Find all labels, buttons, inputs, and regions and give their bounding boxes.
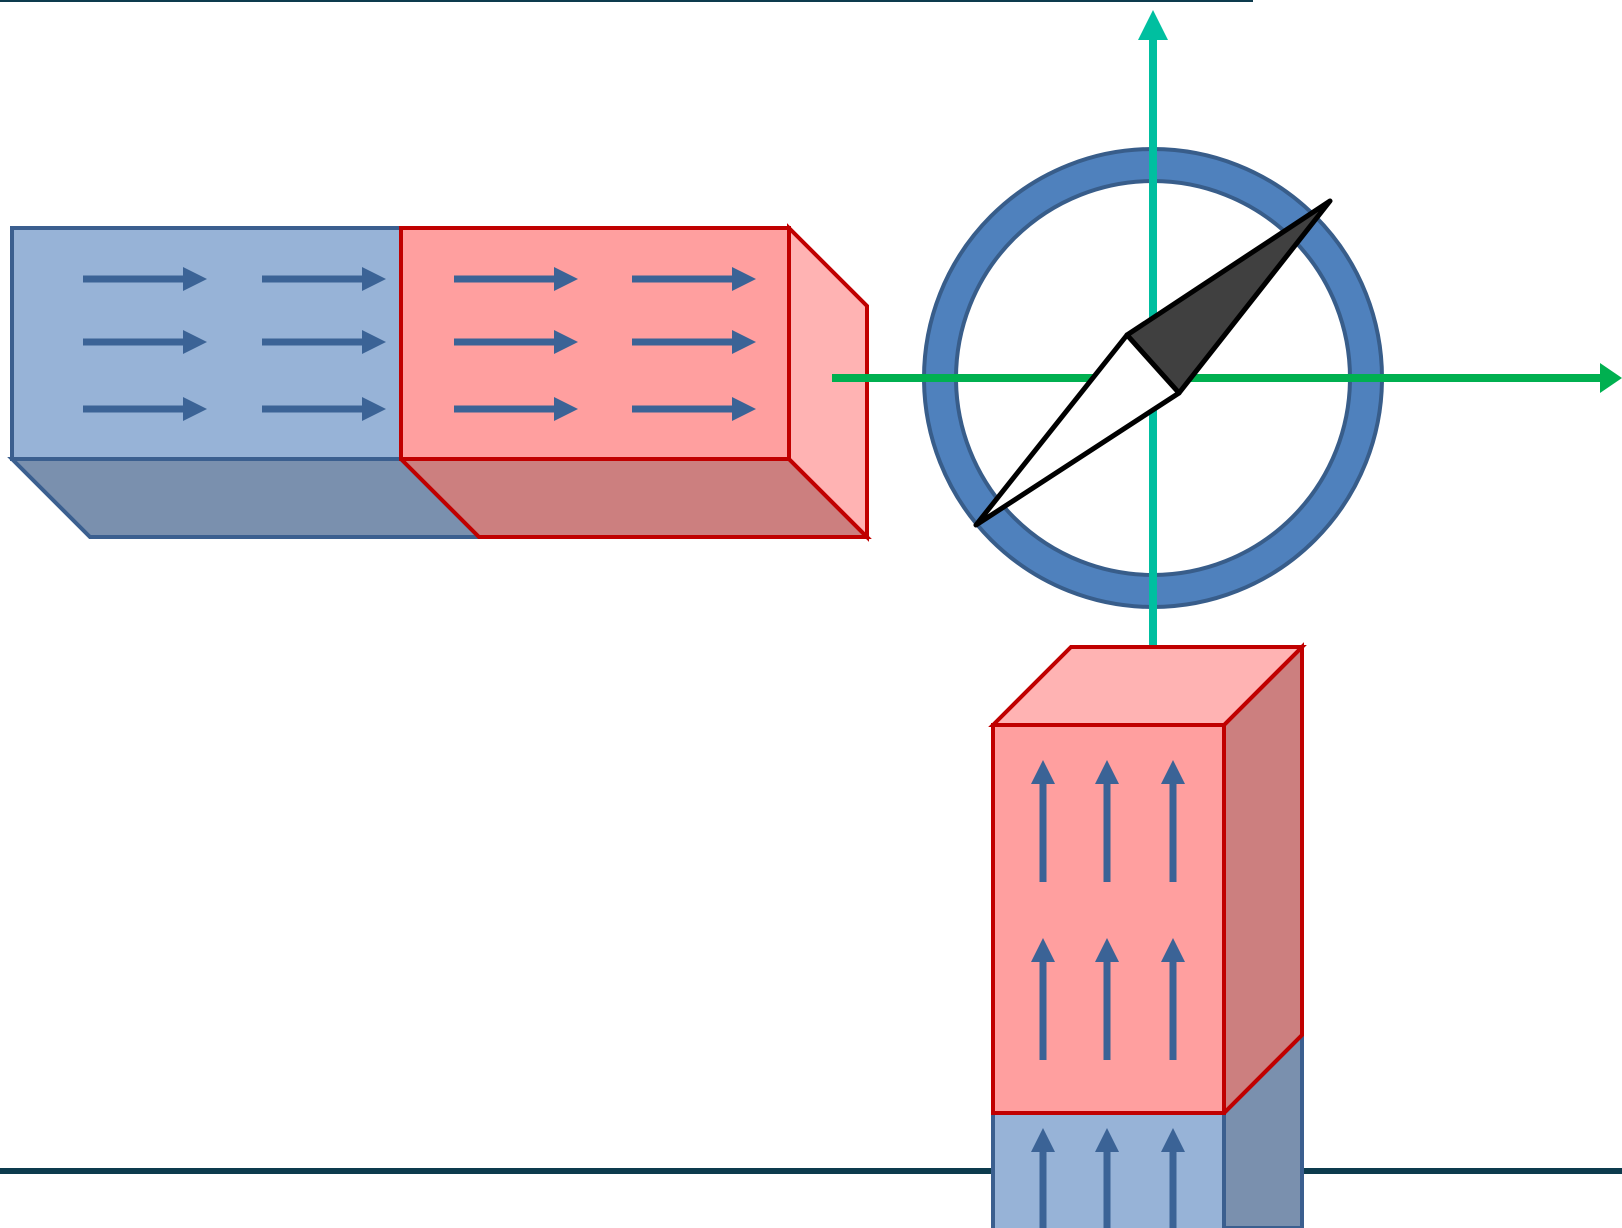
field-arrow-up bbox=[1095, 938, 1119, 1060]
compass-needle-dark-half bbox=[1124, 198, 1333, 396]
vertical-magnet-field-arrows bbox=[1031, 760, 1185, 1228]
field-arrow-up bbox=[1031, 1128, 1055, 1228]
field-arrow-right bbox=[262, 330, 386, 354]
vertical-magnet-north-side-face bbox=[1222, 642, 1304, 1118]
field-arrow-right bbox=[632, 397, 756, 421]
field-arrow-up bbox=[1161, 1128, 1185, 1228]
field-arrow-right bbox=[83, 267, 207, 291]
compass-needle bbox=[973, 198, 1333, 528]
horizontal-magnet-field-arrows bbox=[83, 267, 756, 421]
field-arrow-right bbox=[83, 330, 207, 354]
field-arrow-right bbox=[83, 397, 207, 421]
compass-needle-light-half bbox=[973, 332, 1182, 528]
field-arrow-up bbox=[1095, 1128, 1119, 1228]
vertical-magnet bbox=[988, 642, 1307, 1228]
horizontal-magnet bbox=[7, 223, 872, 542]
field-arrow-up bbox=[1161, 760, 1185, 882]
horizontal-magnet-south-bottom-face bbox=[7, 457, 484, 539]
field-arrow-right bbox=[262, 267, 386, 291]
field-arrow-right bbox=[632, 330, 756, 354]
horizontal-axis-arrowhead bbox=[1600, 363, 1622, 393]
field-arrow-right bbox=[262, 397, 386, 421]
field-arrow-right bbox=[632, 267, 756, 291]
field-arrow-up bbox=[1031, 760, 1055, 882]
field-arrow-right bbox=[454, 397, 578, 421]
field-arrow-right bbox=[454, 267, 578, 291]
field-arrow-right bbox=[454, 330, 578, 354]
field-arrow-up bbox=[1095, 760, 1119, 882]
field-arrow-up bbox=[1031, 938, 1055, 1060]
field-arrow-up bbox=[1161, 938, 1185, 1060]
horizontal-magnet-north-bottom-face bbox=[396, 457, 872, 539]
horizontal-axis bbox=[832, 363, 1622, 393]
vertical-axis-arrowhead bbox=[1138, 10, 1168, 40]
